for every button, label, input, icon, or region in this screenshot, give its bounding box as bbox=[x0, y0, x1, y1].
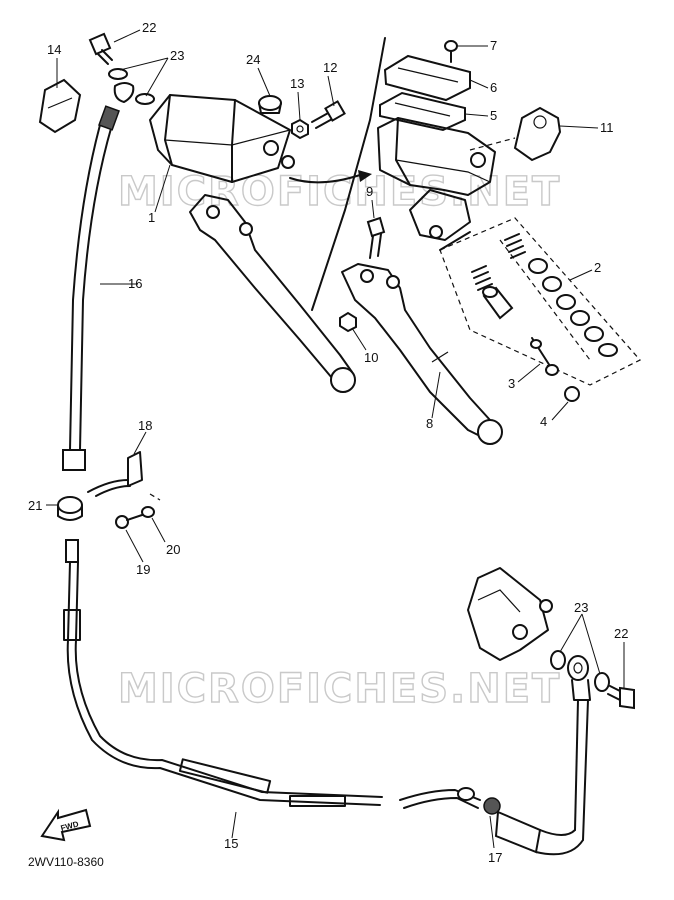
diagram-code: 2WV110-8360 bbox=[28, 855, 104, 869]
watermark-top: MICROFICHES.NET bbox=[118, 169, 561, 215]
banjo-fitting-top[interactable] bbox=[113, 82, 135, 103]
piston-kit-2[interactable] bbox=[439, 217, 641, 386]
callout-5: 5 bbox=[490, 108, 497, 123]
hose-fitting-17[interactable] bbox=[399, 699, 589, 856]
bolt-19[interactable] bbox=[115, 513, 146, 529]
brake-lever-8[interactable] bbox=[341, 263, 503, 445]
nut-13[interactable] bbox=[291, 118, 309, 140]
callout-labels: 1 2 3 4 5 6 7 8 9 10 11 12 13 14 15 16 1… bbox=[28, 20, 628, 865]
callout-15: 15 bbox=[224, 836, 238, 851]
washer-20[interactable] bbox=[141, 493, 161, 518]
callout-18: 18 bbox=[138, 418, 152, 433]
washer-23-bottom-b[interactable] bbox=[594, 672, 610, 692]
callout-17: 17 bbox=[488, 850, 502, 865]
pivot-bolt-9[interactable] bbox=[366, 216, 386, 259]
callout-22-bottom: 22 bbox=[614, 626, 628, 641]
brake-hose-16[interactable] bbox=[62, 105, 120, 471]
divider-line bbox=[311, 37, 386, 311]
arrow-to-right-assembly bbox=[289, 174, 361, 184]
callout-19: 19 bbox=[136, 562, 150, 577]
reservoir-cap-24[interactable] bbox=[258, 95, 282, 114]
washer-23-top-a[interactable] bbox=[108, 68, 128, 80]
washer-23-top-b[interactable] bbox=[135, 93, 155, 105]
brake-lever-left[interactable] bbox=[189, 194, 356, 393]
banjo-bolt-22-top[interactable] bbox=[88, 32, 113, 65]
callout-1: 1 bbox=[148, 210, 155, 225]
master-cylinder-left[interactable] bbox=[149, 94, 295, 183]
forward-arrow-icon: FWD bbox=[40, 808, 92, 842]
callout-22-top: 22 bbox=[142, 20, 156, 35]
master-cylinder-right[interactable] bbox=[377, 117, 496, 241]
callout-10: 10 bbox=[364, 350, 378, 365]
callout-8: 8 bbox=[426, 416, 433, 431]
brake-hose-15[interactable] bbox=[63, 539, 383, 807]
push-rod-3[interactable] bbox=[530, 337, 559, 376]
grommet-21[interactable] bbox=[57, 496, 83, 521]
callout-2: 2 bbox=[594, 260, 601, 275]
caliper[interactable] bbox=[467, 567, 553, 661]
lever-ball-4[interactable] bbox=[564, 386, 580, 402]
callout-6: 6 bbox=[490, 80, 497, 95]
boot-14[interactable] bbox=[38, 78, 82, 134]
callout-16: 16 bbox=[128, 276, 142, 291]
callout-20: 20 bbox=[166, 542, 180, 557]
callout-3: 3 bbox=[508, 376, 515, 391]
callout-12: 12 bbox=[323, 60, 337, 75]
banjo-fitting-bottom[interactable] bbox=[567, 655, 591, 701]
callout-11: 11 bbox=[600, 120, 614, 135]
pivot-nut-10[interactable] bbox=[339, 311, 357, 333]
callout-7: 7 bbox=[490, 38, 497, 53]
hose-clip-18[interactable] bbox=[87, 451, 143, 497]
callout-23-top: 23 bbox=[170, 48, 184, 63]
diaphragm-5[interactable] bbox=[379, 91, 466, 132]
callout-14: 14 bbox=[47, 42, 61, 57]
banjo-bolt-22-bottom[interactable] bbox=[607, 685, 635, 710]
leader-lines bbox=[46, 29, 625, 849]
watermark-bottom: MICROFICHES.NET bbox=[118, 666, 561, 712]
bolt-12[interactable] bbox=[311, 100, 346, 129]
callout-23-bottom: 23 bbox=[574, 600, 588, 615]
callout-13: 13 bbox=[290, 76, 304, 91]
bracket-11[interactable] bbox=[469, 106, 562, 162]
callout-21: 21 bbox=[28, 498, 42, 513]
washer-23-bottom-a[interactable] bbox=[550, 650, 566, 670]
callout-4: 4 bbox=[540, 414, 547, 429]
reservoir-cover-6[interactable] bbox=[383, 54, 471, 102]
callout-24: 24 bbox=[246, 52, 260, 67]
screw-7[interactable] bbox=[444, 40, 458, 63]
callout-9: 9 bbox=[366, 184, 373, 199]
